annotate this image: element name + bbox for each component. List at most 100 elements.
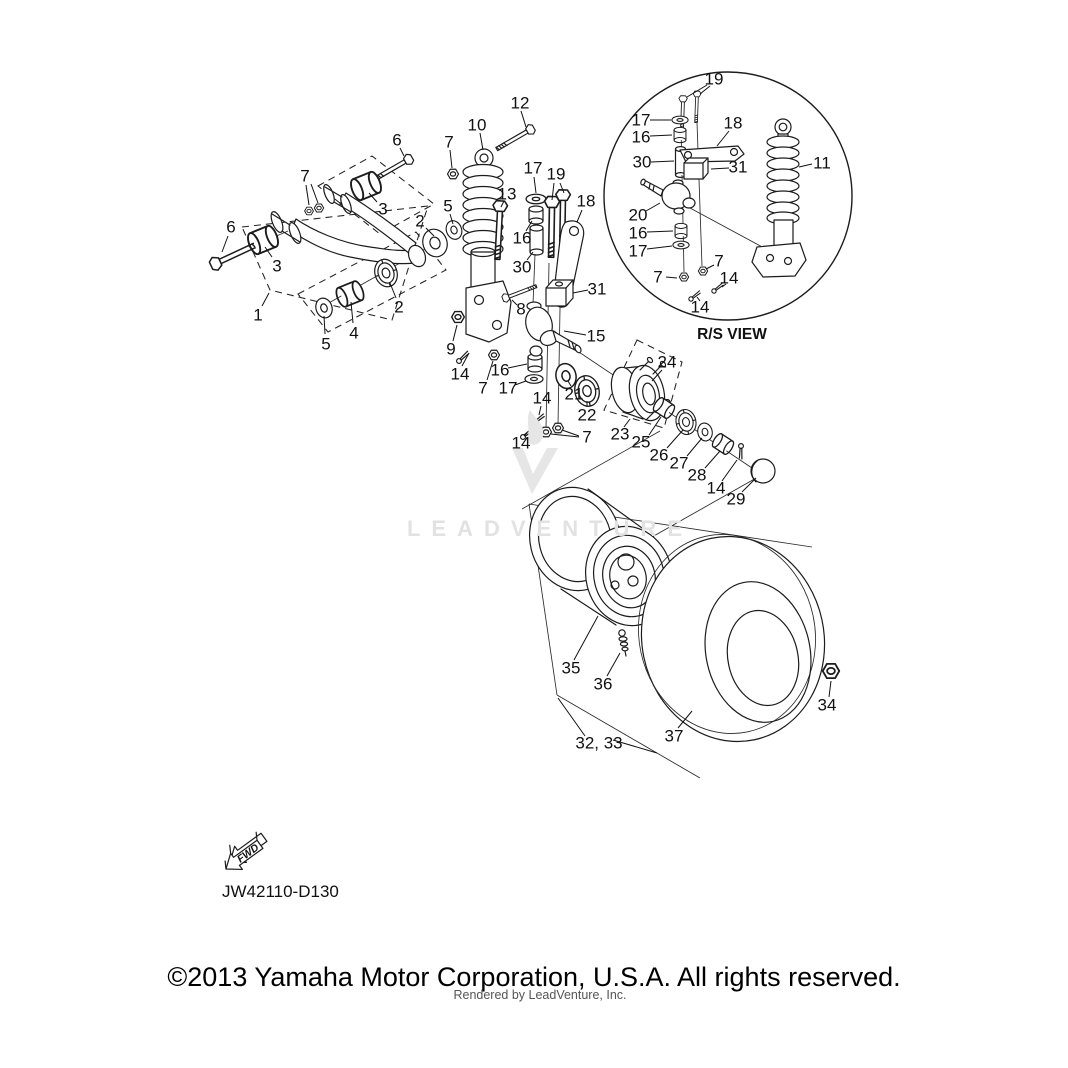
washer-17 xyxy=(524,374,544,384)
callouts-main: 1223345566777789101213141414141516161717… xyxy=(221,94,837,754)
leader-line xyxy=(538,405,542,416)
leader-line xyxy=(507,363,528,369)
part-number-label: 7 xyxy=(714,252,723,271)
leader-line xyxy=(677,710,693,729)
nut-7 xyxy=(487,349,501,361)
part-number-label: 6 xyxy=(392,131,401,150)
drawing-number: JW42110-D130 xyxy=(222,882,339,901)
part-number-label: 27 xyxy=(670,454,689,473)
part-number-label: 17 xyxy=(524,159,543,178)
part-number-label: 3 xyxy=(378,200,387,219)
washer-17 xyxy=(525,193,547,205)
leader-line xyxy=(686,84,708,98)
wheel-nut-34 xyxy=(821,662,841,680)
leader-line xyxy=(651,369,663,382)
bushing-16 xyxy=(673,126,687,144)
washer-27 xyxy=(695,421,715,443)
part-number-label: 3 xyxy=(272,257,281,276)
leader-line xyxy=(452,324,458,342)
bearing-26 xyxy=(673,407,699,437)
part-number-label: 23 xyxy=(611,425,630,444)
leader-line xyxy=(449,149,453,169)
part-number-label: 19 xyxy=(705,70,724,89)
rs-view-inset xyxy=(603,71,853,321)
part-number-label: 7 xyxy=(653,268,662,287)
leader-line xyxy=(567,380,572,387)
spacer-28 xyxy=(709,431,737,457)
cotter-pin-14 xyxy=(455,349,471,365)
upper-control-arm-assembly xyxy=(207,152,465,321)
block-31 xyxy=(545,279,574,307)
part-number-label: 14 xyxy=(533,389,552,408)
part-number-label: 4 xyxy=(349,324,358,343)
watermark-text: LEADVENTURE xyxy=(407,516,693,541)
part-number-label: 25 xyxy=(632,433,651,452)
bolt-12 xyxy=(493,122,537,155)
watermark: LEADVENTURE xyxy=(407,410,693,541)
leader-line xyxy=(461,352,470,367)
part-number-label: 7 xyxy=(478,379,487,398)
leader-line xyxy=(511,299,518,306)
part-number-label: 5 xyxy=(443,197,452,216)
part-number-label: 17 xyxy=(632,111,651,130)
hub-bearing-train xyxy=(552,356,776,484)
part-number-label: 9 xyxy=(446,340,455,359)
leader-line xyxy=(798,163,813,168)
leader-line xyxy=(572,289,589,294)
leader-line xyxy=(479,132,484,151)
part-number-label: 26 xyxy=(650,446,669,465)
part-number-label: 6 xyxy=(226,218,235,237)
leader-line xyxy=(525,220,533,232)
part-number-label: 34 xyxy=(818,696,837,715)
part-number-label: 8 xyxy=(516,300,525,319)
copyright-line: ©2013 Yamaha Motor Corporation, U.S.A. A… xyxy=(167,962,900,992)
part-number-label: 31 xyxy=(588,280,607,299)
leader-line xyxy=(576,209,583,223)
part-number-label: 14 xyxy=(691,298,710,317)
part-number-label: 18 xyxy=(577,192,596,211)
washer-17 xyxy=(672,240,690,250)
leader-line xyxy=(514,380,527,386)
bolt-19 xyxy=(677,95,688,131)
bushing-16 xyxy=(674,222,688,240)
nut-7 xyxy=(313,203,325,213)
leader-line xyxy=(559,182,565,194)
collar-30 xyxy=(529,224,544,256)
part-number-label: 13 xyxy=(498,185,517,204)
block-31-inset xyxy=(683,157,709,180)
arm-bushings xyxy=(312,217,465,321)
leader-line xyxy=(721,459,738,482)
part-number-label: 18 xyxy=(724,114,743,133)
leader-line xyxy=(305,184,310,206)
part-number-label: 16 xyxy=(513,229,532,248)
rim-lug-hole xyxy=(627,575,639,587)
nut-7 xyxy=(304,206,314,216)
leader-line xyxy=(221,235,229,253)
fwd-marker: FWD xyxy=(224,831,268,871)
nut-7 xyxy=(697,266,709,276)
leader-line xyxy=(264,246,273,258)
leader-line xyxy=(399,147,405,157)
steering-knuckle-15 xyxy=(525,301,582,357)
part-number-label: 7 xyxy=(300,167,309,186)
nut-7 xyxy=(678,272,690,282)
part-number-label: 15 xyxy=(587,327,606,346)
leader-line xyxy=(650,160,675,163)
leader-line xyxy=(425,227,435,237)
valve-stem-36 xyxy=(618,629,629,657)
part-number-label: 28 xyxy=(688,466,707,485)
tire-37 xyxy=(638,534,826,743)
steering-knuckle-20 xyxy=(640,178,696,215)
leader-line xyxy=(350,301,354,324)
part-number-label: 2 xyxy=(394,298,403,317)
leader-line xyxy=(696,296,701,302)
leader-line xyxy=(623,418,631,428)
part-number-label: 16 xyxy=(632,128,651,147)
leader-line xyxy=(704,450,721,469)
leader-line xyxy=(665,276,678,279)
leader-line xyxy=(561,429,580,437)
leader-line xyxy=(323,315,326,335)
part-number-label: 11 xyxy=(813,154,831,173)
part-number-label: 16 xyxy=(491,361,510,380)
